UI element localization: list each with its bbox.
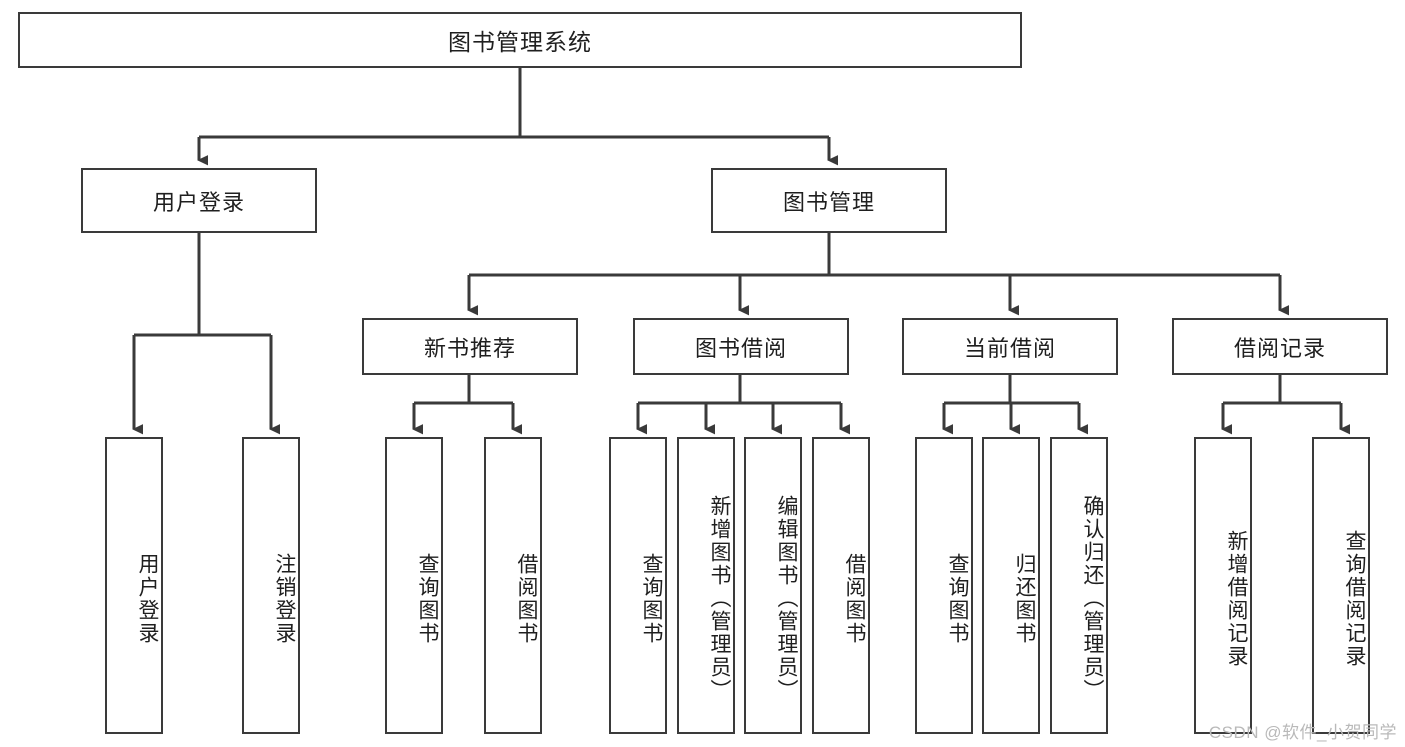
leaf-current-borrow-query[interactable]: 查询图书: [915, 437, 973, 734]
node-label: 查询借阅记录: [1343, 529, 1366, 668]
leaf-borrow-record-query[interactable]: 查询借阅记录: [1312, 437, 1370, 734]
node-label: 查询图书: [946, 552, 969, 645]
leaf-borrow-record-add[interactable]: 新增借阅记录: [1194, 437, 1252, 734]
node-label: 归还图书: [1013, 552, 1036, 645]
leaf-new-book-query[interactable]: 查询图书: [385, 437, 443, 734]
node-label: 新增图书（管理员）: [708, 495, 731, 702]
node-label: 确认归还（管理员）: [1081, 495, 1104, 702]
leaf-book-borrow-query[interactable]: 查询图书: [609, 437, 667, 734]
node-current-borrow[interactable]: 当前借阅: [902, 318, 1118, 375]
node-user-login[interactable]: 用户登录: [81, 168, 317, 233]
node-label: 用户登录: [152, 189, 245, 215]
node-new-book-recommend[interactable]: 新书推荐: [362, 318, 578, 375]
node-borrow-record[interactable]: 借阅记录: [1172, 318, 1388, 375]
node-label: 新书推荐: [423, 335, 516, 361]
leaf-current-borrow-confirm-return[interactable]: 确认归还（管理员）: [1050, 437, 1108, 734]
leaf-user-login-logout[interactable]: 注销登录: [242, 437, 300, 734]
node-book-management[interactable]: 图书管理: [711, 168, 947, 233]
node-label: 编辑图书（管理员）: [775, 495, 798, 702]
leaf-user-login-login[interactable]: 用户登录: [105, 437, 163, 734]
node-label: 借阅记录: [1233, 335, 1326, 361]
node-root-system[interactable]: 图书管理系统: [18, 12, 1022, 68]
node-label: 图书借阅: [694, 335, 787, 361]
node-label: 用户登录: [136, 552, 159, 645]
node-label: 图书管理: [782, 189, 875, 215]
node-label: 图书管理系统: [448, 29, 592, 55]
node-label: 查询图书: [416, 552, 439, 645]
leaf-book-borrow-edit[interactable]: 编辑图书（管理员）: [744, 437, 802, 734]
node-label: 借阅图书: [843, 552, 866, 645]
node-label: 注销登录: [273, 552, 296, 645]
node-label: 新增借阅记录: [1225, 529, 1248, 668]
node-label: 查询图书: [640, 552, 663, 645]
leaf-new-book-borrow[interactable]: 借阅图书: [484, 437, 542, 734]
leaf-current-borrow-return[interactable]: 归还图书: [982, 437, 1040, 734]
leaf-book-borrow-lend[interactable]: 借阅图书: [812, 437, 870, 734]
node-label: 当前借阅: [963, 335, 1056, 361]
watermark-text: CSDN @软件_小贺同学: [1208, 723, 1397, 742]
node-book-borrow[interactable]: 图书借阅: [633, 318, 849, 375]
leaf-book-borrow-add[interactable]: 新增图书（管理员）: [677, 437, 735, 734]
node-label: 借阅图书: [515, 552, 538, 645]
